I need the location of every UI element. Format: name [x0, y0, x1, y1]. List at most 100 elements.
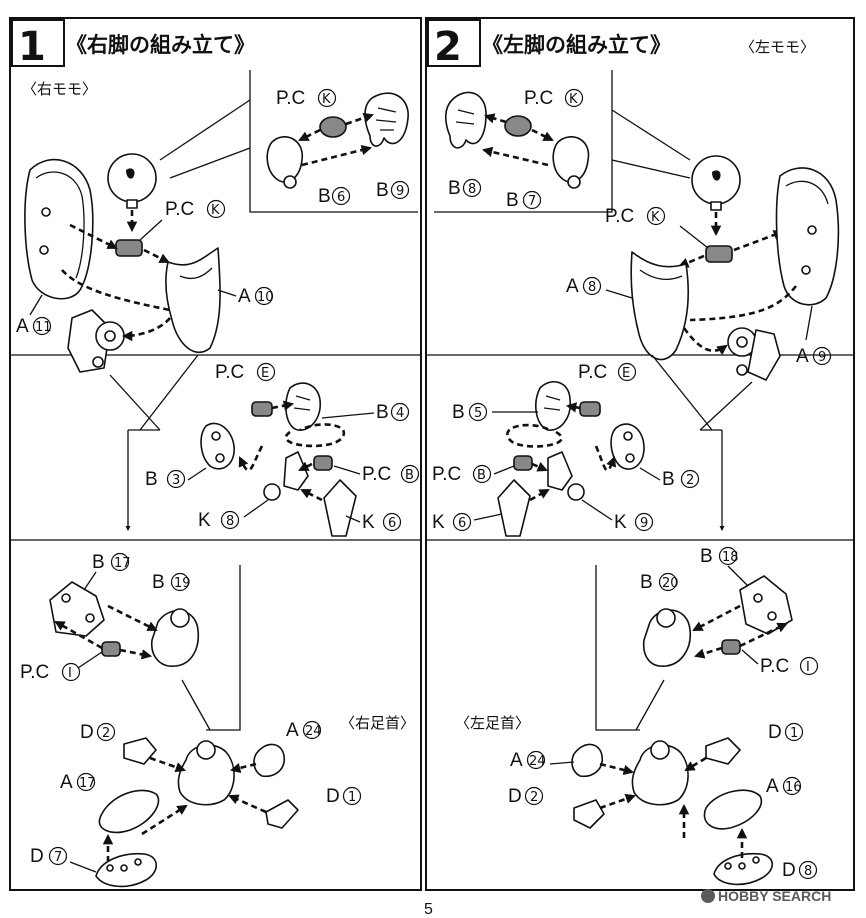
left-panel-frame: [9, 17, 422, 891]
step1-number-box: [11, 19, 65, 67]
left-foot-parts: B 18 B 20 P.C I D 1 A 24 D 2: [508, 546, 819, 886]
part-d1-left: [705, 737, 741, 765]
svg-text:8: 8: [468, 182, 476, 197]
svg-text:9: 9: [640, 516, 648, 531]
svg-text:B: B: [152, 572, 165, 593]
svg-text:P.C: P.C: [362, 464, 391, 485]
svg-text:B: B: [662, 469, 675, 490]
svg-text:16: 16: [785, 780, 802, 795]
left-thigh-inset: B 8 P.C K B 7: [434, 70, 691, 213]
watermark-logo: HOBBY SEARCH: [718, 888, 831, 904]
svg-text:A: A: [16, 316, 29, 337]
right-lower-leg-callout: [109, 354, 199, 532]
svg-text:8: 8: [804, 864, 812, 879]
svg-text:1: 1: [348, 790, 356, 805]
left-ankle-label: 〈左足首〉: [455, 714, 530, 732]
pc-k-center: P.C K: [69, 199, 226, 264]
part-k8: [283, 451, 309, 491]
step2-title: 《左脚の組み立て》: [482, 33, 671, 57]
svg-text:D: D: [508, 786, 522, 807]
svg-text:A: A: [796, 346, 809, 367]
part-k6-left: [497, 479, 531, 537]
step1-title: 《右脚の組み立て》: [66, 33, 255, 57]
svg-text:P.C: P.C: [605, 206, 634, 227]
svg-text:19: 19: [174, 576, 191, 591]
svg-text:P.C: P.C: [215, 362, 244, 383]
svg-text:D: D: [80, 722, 94, 743]
part-d1-right: [265, 799, 299, 829]
svg-text:E: E: [261, 366, 269, 381]
svg-text:K: K: [569, 92, 578, 107]
svg-text:K: K: [362, 512, 375, 533]
svg-text:3: 3: [172, 473, 180, 488]
svg-text:6: 6: [458, 516, 466, 531]
part-a9-thigh: A 9: [775, 167, 840, 367]
svg-text:9: 9: [396, 184, 404, 199]
svg-text:24: 24: [305, 724, 322, 739]
left-thigh-label: 〈左モモ〉: [740, 38, 815, 56]
svg-text:18: 18: [722, 550, 739, 565]
svg-text:20: 20: [662, 576, 679, 591]
svg-text:D: D: [782, 860, 796, 881]
pc-b-right: [313, 455, 333, 471]
ball-joint-left: [691, 155, 741, 237]
part-k9: [547, 451, 573, 491]
svg-text:A: A: [766, 776, 779, 797]
svg-text:17: 17: [114, 556, 131, 571]
pc-e-right: [251, 401, 273, 417]
svg-text:10: 10: [257, 290, 274, 305]
part-b5: [535, 380, 571, 431]
svg-text:P.C: P.C: [20, 662, 49, 683]
right-ankle-label: 〈右足首〉: [340, 714, 415, 732]
knee-joint-left: [682, 285, 798, 381]
part-b17: [49, 581, 105, 637]
part-a8-armor: A 8: [566, 251, 690, 361]
left-lower-leg-parts: B 5 P.C E B 2 P.C B K 9 K 6: [432, 362, 700, 537]
part-b4: [285, 382, 321, 431]
part-b3: [200, 422, 235, 470]
svg-text:B: B: [318, 186, 331, 207]
part-a17-toe: [98, 789, 160, 834]
svg-text:1: 1: [790, 726, 798, 741]
pc-i-left: [721, 639, 741, 655]
part-b9: [364, 92, 409, 147]
svg-text:7: 7: [528, 194, 536, 209]
svg-text:B: B: [448, 178, 461, 199]
svg-text:8: 8: [226, 514, 234, 529]
svg-text:7: 7: [54, 850, 62, 865]
svg-text:17: 17: [79, 776, 96, 791]
svg-text:2: 2: [102, 726, 110, 741]
part-a10-armor: A 10: [165, 247, 274, 354]
svg-text:K: K: [198, 510, 211, 531]
svg-text:B: B: [452, 402, 465, 423]
svg-text:D: D: [326, 786, 340, 807]
svg-text:P.C: P.C: [432, 464, 461, 485]
svg-text:B: B: [376, 180, 389, 201]
ball-joint-right: [107, 153, 157, 233]
svg-text:E: E: [622, 366, 630, 381]
svg-text:A: A: [566, 276, 579, 297]
part-b8: [444, 91, 487, 149]
svg-text:K: K: [432, 512, 445, 533]
part-d2-left: [573, 799, 605, 829]
svg-text:I: I: [806, 660, 810, 675]
svg-text:9: 9: [818, 350, 826, 365]
svg-text:8: 8: [588, 280, 596, 295]
step2-number: 2: [434, 24, 462, 70]
svg-text:K: K: [322, 92, 331, 107]
svg-text:B: B: [477, 468, 486, 483]
svg-text:2: 2: [686, 473, 694, 488]
part-a16-toe: [703, 789, 763, 830]
svg-text:K: K: [211, 203, 220, 218]
svg-text:4: 4: [396, 406, 404, 421]
svg-text:11: 11: [35, 320, 52, 335]
part-b18: [739, 575, 793, 635]
left-lower-leg-callout: [651, 354, 753, 532]
svg-text:D: D: [30, 846, 44, 867]
svg-text:P.C: P.C: [524, 88, 553, 109]
knee-joint-right: [61, 269, 171, 373]
hobby-search-watermark: HOBBY SEARCH: [701, 888, 831, 904]
svg-text:K: K: [651, 210, 660, 225]
svg-text:B: B: [92, 552, 105, 573]
